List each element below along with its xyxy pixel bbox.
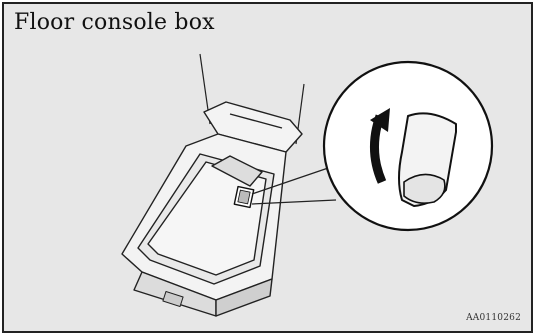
console-box <box>122 102 302 316</box>
console-switch-knob <box>238 190 250 204</box>
zoom-switch-recess <box>404 174 445 203</box>
figure-reference-code: AA0110262 <box>466 313 521 323</box>
figure-title: Floor console box <box>14 10 215 35</box>
floor-console-illustration <box>4 4 533 333</box>
zoom-detail-circle <box>324 62 492 230</box>
